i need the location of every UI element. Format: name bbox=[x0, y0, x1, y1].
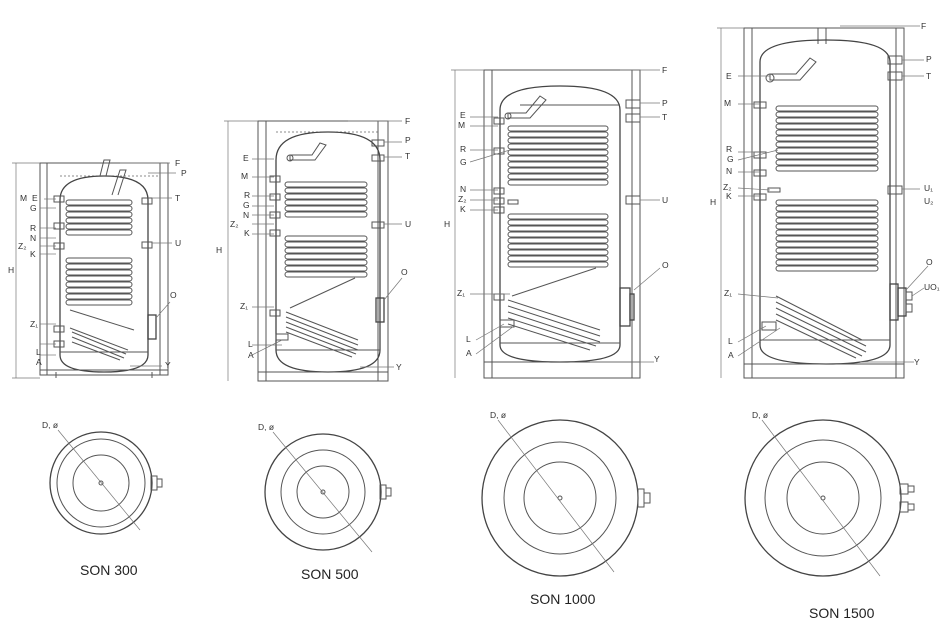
label-n: N bbox=[243, 210, 249, 220]
middle-heat-exchanger-coil bbox=[284, 235, 368, 278]
model-name: SON 1000 bbox=[530, 591, 596, 607]
label-diameter: D, ø bbox=[752, 410, 768, 420]
label-z2: Z₂ bbox=[18, 241, 27, 251]
label-a: A bbox=[728, 350, 734, 360]
label-z2: Z₂ bbox=[458, 194, 467, 204]
label-diameter: D, ø bbox=[490, 410, 506, 420]
solar-coil bbox=[285, 277, 359, 358]
label-p: P bbox=[181, 168, 187, 178]
label-f: F bbox=[405, 116, 410, 126]
label-y: Y bbox=[396, 362, 402, 372]
label-p: P bbox=[926, 54, 932, 64]
label-m: M bbox=[241, 171, 248, 181]
solar-coil bbox=[69, 309, 135, 361]
label-g: G bbox=[243, 200, 250, 210]
label-k: K bbox=[460, 204, 466, 214]
label-l: L bbox=[728, 336, 733, 346]
label-m: M bbox=[458, 120, 465, 130]
height-label: H bbox=[8, 265, 14, 275]
label-m: M bbox=[724, 98, 731, 108]
label-z1: Z₁ bbox=[724, 288, 732, 298]
tank-son-1000-elevation: H F P T U O Y E M R G N Z₂ K Z₁ L A bbox=[444, 65, 669, 379]
middle-heat-exchanger-coil bbox=[65, 257, 133, 306]
label-r: R bbox=[460, 144, 466, 154]
label-e: E bbox=[243, 153, 249, 163]
tank-son-300-plan: D, ø SON 300 bbox=[42, 420, 163, 578]
label-u2: U₂ bbox=[924, 196, 933, 206]
label-z1: Z₁ bbox=[240, 301, 248, 311]
label-f: F bbox=[175, 158, 180, 168]
label-a: A bbox=[466, 348, 472, 358]
label-l: L bbox=[248, 339, 253, 349]
label-z1: Z₁ bbox=[457, 288, 465, 298]
label-e: E bbox=[460, 110, 466, 120]
label-l: L bbox=[466, 334, 471, 344]
label-o: O bbox=[401, 267, 408, 277]
middle-heat-exchanger-coil bbox=[507, 213, 609, 268]
tank-son-1500-elevation: H F P T U₁ U₂ O UO₁ Y E M R G N Z₂ K Z₁ … bbox=[710, 21, 940, 379]
label-y: Y bbox=[914, 357, 920, 367]
label-u1: U₁ bbox=[924, 183, 933, 193]
label-a: A bbox=[248, 350, 254, 360]
solar-coil bbox=[775, 295, 867, 359]
tank-son-300-elevation: H F P T U O Y M E G R N Z₂ K Z₁ L A bbox=[8, 158, 187, 379]
label-g: G bbox=[30, 203, 37, 213]
label-t: T bbox=[926, 71, 931, 81]
model-name: SON 1500 bbox=[809, 605, 875, 621]
label-g: G bbox=[460, 157, 467, 167]
label-g: G bbox=[727, 154, 734, 164]
label-n: N bbox=[726, 166, 732, 176]
upper-heat-exchanger-coil bbox=[775, 105, 879, 172]
model-name: SON 500 bbox=[301, 566, 359, 582]
label-e: E bbox=[726, 71, 732, 81]
middle-heat-exchanger-coil bbox=[775, 199, 879, 272]
label-z2: Z₂ bbox=[723, 182, 732, 192]
label-r: R bbox=[30, 223, 36, 233]
label-r: R bbox=[244, 190, 250, 200]
label-u: U bbox=[405, 219, 411, 229]
upper-heat-exchanger-coil bbox=[284, 181, 368, 218]
solar-coil bbox=[507, 267, 601, 351]
label-n: N bbox=[460, 184, 466, 194]
model-name: SON 300 bbox=[80, 562, 138, 578]
label-k: K bbox=[726, 191, 732, 201]
label-l: L bbox=[36, 347, 41, 357]
label-r: R bbox=[726, 144, 732, 154]
tank-son-500-plan: D, ø SON 500 bbox=[258, 422, 392, 582]
label-u: U bbox=[175, 238, 181, 248]
label-k: K bbox=[30, 249, 36, 259]
label-a: A bbox=[36, 357, 42, 367]
label-o: O bbox=[926, 257, 933, 267]
label-e: E bbox=[32, 193, 38, 203]
height-label: H bbox=[444, 219, 450, 229]
tank-son-1500-plan: D, ø SON 1500 bbox=[744, 410, 915, 621]
label-diameter: D, ø bbox=[42, 420, 58, 430]
label-f: F bbox=[662, 65, 667, 75]
label-o: O bbox=[170, 290, 177, 300]
label-z2: Z₂ bbox=[230, 219, 239, 229]
label-o: O bbox=[662, 260, 669, 270]
upper-heat-exchanger-coil bbox=[65, 199, 133, 236]
label-p: P bbox=[662, 98, 668, 108]
label-uo1: UO₁ bbox=[924, 282, 940, 292]
label-diameter: D, ø bbox=[258, 422, 274, 432]
label-y: Y bbox=[165, 360, 171, 370]
label-k: K bbox=[244, 228, 250, 238]
upper-heat-exchanger-coil bbox=[507, 125, 609, 186]
label-p: P bbox=[405, 135, 411, 145]
label-f: F bbox=[921, 21, 926, 31]
tank-son-500-elevation: H F P T U O Y E M R G N Z₂ K Z₁ L A bbox=[216, 116, 411, 382]
label-z1: Z₁ bbox=[30, 319, 38, 329]
height-label: H bbox=[216, 245, 222, 255]
label-y: Y bbox=[654, 354, 660, 364]
label-u: U bbox=[662, 195, 668, 205]
label-t: T bbox=[405, 151, 410, 161]
height-label: H bbox=[710, 197, 716, 207]
label-n: N bbox=[30, 233, 36, 243]
label-m: M bbox=[20, 193, 27, 203]
label-t: T bbox=[662, 112, 667, 122]
label-t: T bbox=[175, 193, 180, 203]
tank-son-1000-plan: D, ø SON 1000 bbox=[481, 410, 651, 607]
